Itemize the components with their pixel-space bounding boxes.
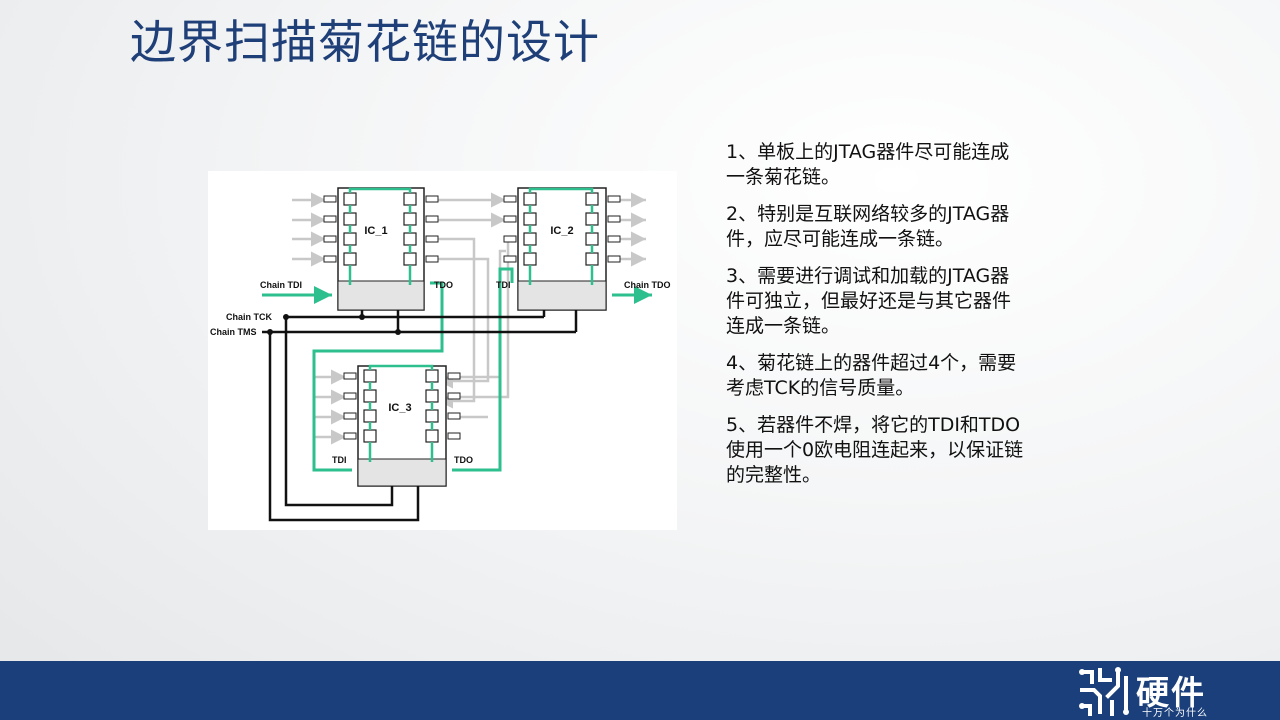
scan-cell (585, 212, 599, 226)
scan-path (348, 187, 412, 193)
pin-stub (503, 195, 517, 203)
pin-stub (607, 195, 621, 203)
scan-cell (425, 409, 439, 423)
chain-tms-label: Chain TMS (210, 327, 257, 337)
scan-cell (425, 429, 439, 443)
pin-stub (323, 235, 337, 243)
ic1-input-arrows (292, 192, 326, 267)
pin-stub (323, 195, 337, 203)
pin-stub (343, 412, 357, 420)
pin-stub (343, 372, 357, 380)
pin-stub (323, 255, 337, 263)
pin-stub (503, 235, 517, 243)
scan-cell (585, 232, 599, 246)
pin-stub (607, 215, 621, 223)
pin-stub (343, 432, 357, 440)
pin-stub (503, 255, 517, 263)
ic2-output-arrows (616, 192, 646, 267)
ic3-label: IC_3 (388, 402, 411, 414)
wire-junctions (267, 314, 401, 335)
ic2-tdi-label: TDI (496, 280, 511, 290)
daisy-chain-svg: IC_1 IC_2 IC_3 Chain TDI TDO TDI Chain T… (210, 187, 671, 522)
note-item: 5、若器件不焊，将它的TDI和TDO使用一个0欧电阻连起来，以保证链的完整性。 (726, 414, 1024, 486)
ic1-tdo-label: TDO (434, 280, 453, 290)
ic3-tdo-label: TDO (454, 455, 473, 465)
pin-stub (447, 372, 461, 380)
note-item: 3、需要进行调试和加载的JTAG器件可独立，但最好还是与其它器件连成一条链。 (726, 265, 1012, 337)
scan-cell (363, 429, 377, 443)
scan-path (528, 187, 594, 193)
logo-sub-text: 十万个为什么 (1142, 708, 1208, 719)
scan-cell (425, 389, 439, 403)
pin-stub (425, 215, 439, 223)
pin-stub (447, 392, 461, 400)
scan-cell (343, 212, 357, 226)
pin-stub (425, 195, 439, 203)
daisy-chain-diagram: IC_1 IC_2 IC_3 Chain TDI TDO TDI Chain T… (208, 171, 677, 530)
brand-logo: 硬件 十万个为什么 (1078, 664, 1228, 720)
scan-cell (585, 192, 599, 206)
pin-stub (607, 255, 621, 263)
pin-stub (425, 255, 439, 263)
design-notes-list: 1、单板上的JTAG器件尽可能连成一条菊花链。 2、特别是互联网络较多的JTAG… (726, 140, 1026, 500)
scan-cell (363, 409, 377, 423)
scan-cell (403, 192, 417, 206)
note-item: 4、菊花链上的器件超过4个，需要考虑TCK的信号质量。 (726, 352, 1017, 399)
chain-tdi-label: Chain TDI (260, 280, 302, 290)
logo-main-text: 硬件 (1136, 673, 1206, 712)
ic1-label: IC_1 (364, 225, 387, 237)
ic1-ic2-io-arrows (434, 192, 506, 409)
scan-cell (523, 192, 537, 206)
slide-title: 边界扫描菊花链的设计 (130, 15, 600, 69)
pin-stub (323, 215, 337, 223)
pin-stub (447, 432, 461, 440)
scan-cell (523, 232, 537, 246)
pin-stub (607, 235, 621, 243)
note-item: 1、单板上的JTAG器件尽可能连成一条菊花链。 (726, 141, 1010, 188)
pin-stub (447, 412, 461, 420)
scan-cell (343, 232, 357, 246)
chain-tck-label: Chain TCK (226, 312, 272, 322)
scan-cell (403, 252, 417, 266)
scan-cell (363, 369, 377, 383)
circuit-logo-icon (1079, 667, 1129, 716)
scan-cell (425, 369, 439, 383)
scan-cell (585, 252, 599, 266)
tdi-tdo-chain-path (262, 267, 652, 472)
scan-cell (523, 212, 537, 226)
scan-cell (343, 192, 357, 206)
pin-stub (425, 235, 439, 243)
boundary-scan-cells (323, 187, 621, 462)
footer-bar (0, 661, 1280, 720)
scan-cell (523, 252, 537, 266)
ic3-tdi-label: TDI (332, 455, 347, 465)
scan-cell (403, 212, 417, 226)
pin-stub (503, 215, 517, 223)
ic2-label: IC_2 (550, 225, 573, 237)
scan-cell (343, 252, 357, 266)
scan-path (368, 364, 434, 370)
scan-cell (363, 389, 377, 403)
scan-cell (403, 232, 417, 246)
chain-tdo-label: Chain TDO (624, 280, 671, 290)
note-item: 2、特别是互联网络较多的JTAG器件，应尽可能连成一条链。 (726, 203, 1010, 250)
tck-tms-wiring (262, 310, 578, 522)
pin-stub (343, 392, 357, 400)
